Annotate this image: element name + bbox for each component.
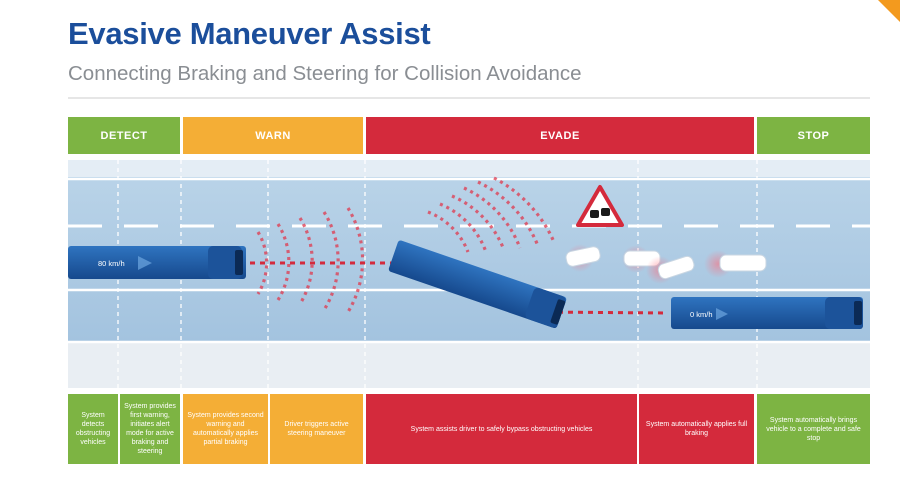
phase-detect: DETECT: [68, 117, 180, 154]
corner-accent: [878, 0, 900, 22]
road-scene: 80 km/h 0 km/h: [68, 160, 870, 388]
phase-warn: WARN: [183, 117, 363, 154]
page-title: Evasive Maneuver Assist: [68, 16, 431, 51]
description-stop: System automatically brings vehicle to a…: [757, 394, 870, 464]
truck-end-speed: 0 km/h: [690, 310, 713, 319]
phase-stop: STOP: [757, 117, 870, 154]
description-detect: System detects obstructing vehicles: [68, 394, 118, 464]
truck-evading: [388, 240, 567, 329]
description-evade: System assists driver to safely bypass o…: [366, 394, 637, 464]
description-second-warning: System provides second warning and autom…: [183, 394, 268, 464]
description-full-braking: System automatically applies full brakin…: [639, 394, 754, 464]
radar-waves: [256, 176, 556, 313]
road-illustration: 80 km/h 0 km/h: [68, 160, 870, 388]
truck-start-speed: 80 km/h: [98, 259, 125, 268]
arrow-icon: [138, 256, 152, 270]
divider: [68, 97, 870, 99]
description-steering: Driver triggers active steering maneuver: [270, 394, 363, 464]
obstructing-vehicles: [565, 244, 767, 284]
truck-stopped: [671, 297, 863, 329]
road-shoulder: [68, 341, 870, 388]
description-first-warning: System provides first warning, initiates…: [120, 394, 180, 464]
phase-evade: EVADE: [366, 117, 754, 154]
arrow-icon: [716, 308, 728, 320]
page-subtitle: Connecting Braking and Steering for Coll…: [68, 62, 582, 85]
truck-start: [68, 246, 246, 279]
warning-triangle-icon: [576, 185, 624, 227]
